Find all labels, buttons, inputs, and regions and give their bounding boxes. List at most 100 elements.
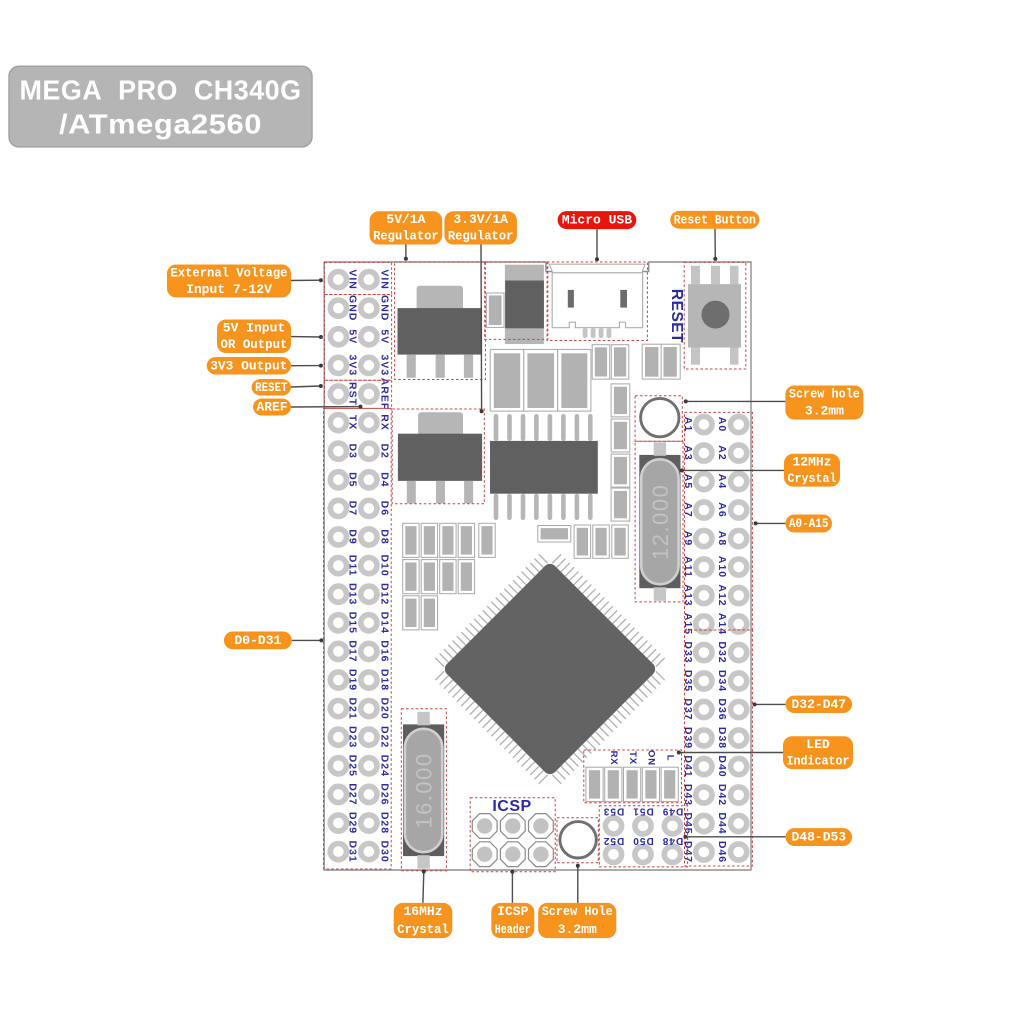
svg-text:Input 7-12V: Input 7-12V [186, 282, 272, 297]
svg-text:D28: D28 [379, 812, 391, 834]
svg-text:RESET: RESET [255, 380, 288, 395]
svg-text:D39: D39 [682, 727, 694, 749]
svg-text:A9: A9 [682, 531, 694, 546]
svg-text:OR Output: OR Output [221, 337, 288, 352]
svg-text:D20: D20 [379, 697, 391, 719]
svg-text:D33: D33 [682, 641, 694, 663]
svg-text:LED: LED [806, 737, 830, 752]
svg-text:Screw hole: Screw hole [789, 387, 860, 402]
svg-text:D16: D16 [379, 640, 391, 662]
svg-text:D15: D15 [346, 612, 358, 634]
svg-text:VIN: VIN [346, 269, 358, 290]
svg-text:D4: D4 [379, 472, 391, 487]
svg-text:RX: RX [608, 751, 619, 766]
svg-text:D40: D40 [716, 755, 728, 777]
svg-text:RST: RST [346, 382, 358, 406]
svg-text:D31: D31 [346, 840, 358, 862]
svg-text:D41: D41 [682, 755, 694, 777]
svg-text:D43: D43 [682, 784, 694, 806]
svg-text:D29: D29 [346, 812, 358, 834]
svg-text:A0: A0 [716, 417, 728, 432]
svg-text:A12: A12 [716, 584, 728, 606]
svg-text:A13: A13 [682, 584, 694, 606]
svg-text:D26: D26 [379, 783, 391, 805]
svg-text:D46: D46 [716, 841, 728, 863]
svg-text:A5: A5 [682, 474, 694, 489]
svg-text:D36: D36 [716, 698, 728, 720]
svg-text:L: L [665, 755, 676, 762]
svg-text:D30: D30 [379, 840, 391, 862]
svg-text:A15: A15 [682, 613, 694, 635]
svg-text:3.2mm: 3.2mm [805, 404, 844, 419]
svg-text:ON: ON [646, 750, 657, 766]
svg-text:D14: D14 [379, 612, 391, 634]
svg-text:MEGA PRO CH340G: MEGA PRO CH340G [20, 75, 302, 106]
svg-text:A11: A11 [682, 556, 694, 578]
svg-text:5V Input: 5V Input [223, 320, 285, 335]
svg-text:12.000: 12.000 [648, 484, 673, 560]
svg-text:D48-D53: D48-D53 [791, 830, 846, 845]
svg-text:Crystal: Crystal [788, 471, 837, 486]
svg-text:D38: D38 [716, 727, 728, 749]
svg-text:D5: D5 [346, 472, 358, 487]
svg-text:External Voltage: External Voltage [171, 265, 288, 280]
svg-text:D7: D7 [346, 501, 358, 516]
svg-text:GND: GND [346, 295, 358, 321]
svg-text:D35: D35 [682, 670, 694, 692]
svg-text:D53: D53 [603, 806, 624, 817]
svg-text:D10: D10 [379, 554, 391, 576]
svg-text:12MHz: 12MHz [792, 455, 831, 470]
svg-text:D42: D42 [716, 784, 728, 806]
svg-text:16.000: 16.000 [412, 752, 437, 828]
svg-text:D21: D21 [346, 697, 358, 719]
svg-text:D32-D47: D32-D47 [791, 697, 846, 712]
svg-text:3.2mm: 3.2mm [558, 922, 597, 937]
svg-text:Reset Button: Reset Button [674, 212, 756, 227]
svg-text:AREF: AREF [257, 400, 288, 415]
svg-text:RESET: RESET [668, 289, 685, 343]
svg-text:VIN: VIN [379, 269, 391, 290]
svg-text:AREF: AREF [379, 378, 391, 411]
svg-text:D51: D51 [632, 806, 653, 817]
svg-text:GND: GND [379, 295, 391, 321]
svg-text:TX: TX [627, 751, 638, 765]
svg-text:D52: D52 [603, 835, 624, 846]
svg-text:D2: D2 [379, 443, 391, 458]
svg-text:Regulator: Regulator [373, 229, 439, 244]
svg-text:3V3: 3V3 [379, 355, 391, 377]
svg-text:ICSP: ICSP [492, 798, 531, 815]
svg-text:D11: D11 [346, 555, 358, 577]
svg-text:D49: D49 [662, 806, 683, 817]
svg-text:A0-A15: A0-A15 [789, 516, 829, 531]
svg-text:D44: D44 [716, 812, 728, 834]
svg-text:D19: D19 [346, 669, 358, 691]
svg-text:A3: A3 [682, 445, 694, 460]
svg-text:D12: D12 [379, 583, 391, 605]
svg-text:D37: D37 [682, 698, 694, 720]
svg-text:A1: A1 [682, 417, 694, 432]
svg-text:D6: D6 [379, 501, 391, 516]
svg-text:Screw Hole: Screw Hole [542, 904, 613, 919]
svg-text:D34: D34 [716, 670, 728, 692]
svg-text:3.3V/1A: 3.3V/1A [453, 212, 508, 227]
svg-text:TX: TX [346, 415, 358, 430]
svg-text:D25: D25 [346, 755, 358, 777]
svg-text:D0-D31: D0-D31 [234, 633, 281, 648]
svg-text:ICSP: ICSP [497, 904, 528, 919]
svg-text:3V3 Output: 3V3 Output [210, 358, 287, 373]
svg-text:D13: D13 [346, 583, 358, 605]
svg-text:D24: D24 [379, 755, 391, 777]
svg-text:3V3: 3V3 [346, 355, 358, 377]
svg-text:D18: D18 [379, 669, 391, 691]
svg-text:/ATmega2560: /ATmega2560 [59, 109, 262, 140]
svg-text:D8: D8 [379, 529, 391, 544]
svg-text:D3: D3 [346, 443, 358, 458]
svg-text:A4: A4 [716, 474, 728, 489]
svg-text:16MHz: 16MHz [403, 904, 442, 919]
svg-text:A2: A2 [716, 445, 728, 460]
svg-text:A6: A6 [716, 502, 728, 517]
svg-text:D27: D27 [346, 783, 358, 805]
svg-text:D23: D23 [346, 726, 358, 748]
svg-text:D50: D50 [632, 835, 653, 846]
svg-text:D22: D22 [379, 726, 391, 748]
